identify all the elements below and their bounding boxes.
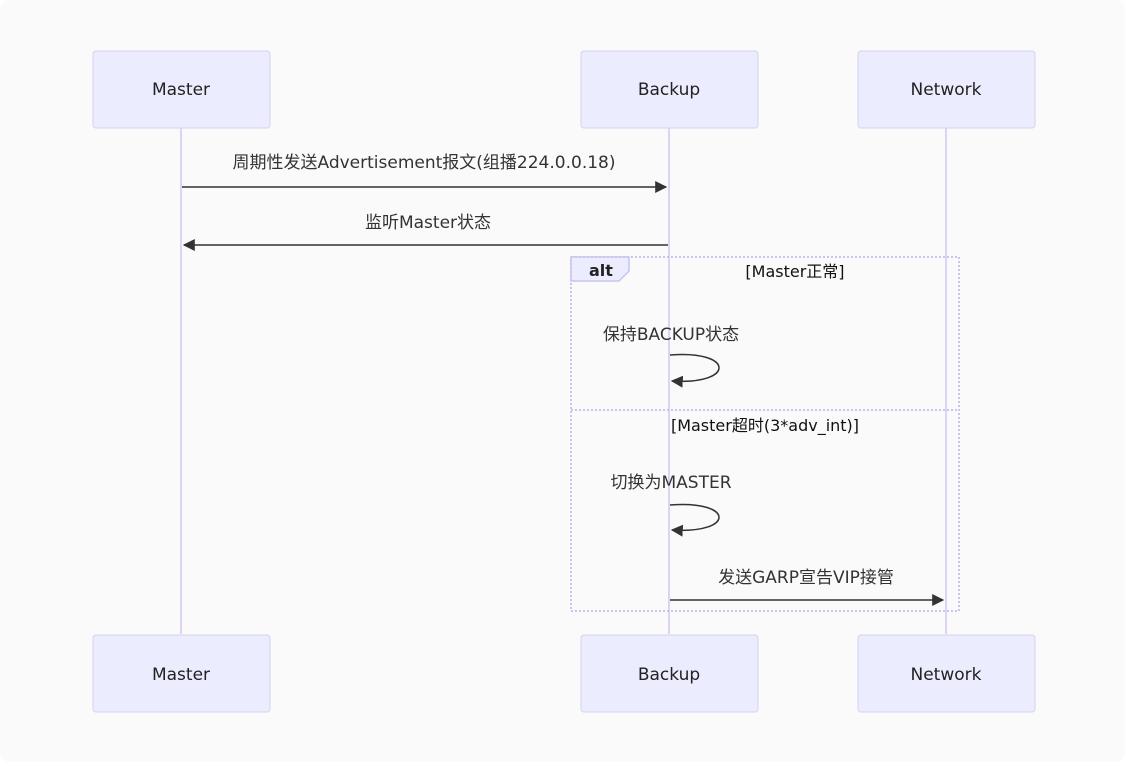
message-monitor-master: 监听Master状态 bbox=[182, 213, 668, 251]
message-label: 周期性发送Advertisement报文(组播224.0.0.18) bbox=[233, 153, 616, 173]
actor-master-top: Master bbox=[92, 50, 271, 129]
actor-box bbox=[92, 634, 271, 713]
alt-frame: alt [Master正常] [Master超时(3*adv_int)] bbox=[570, 256, 960, 612]
message-switch-master: 切换为MASTER bbox=[610, 473, 732, 537]
message-label: 切换为MASTER bbox=[610, 473, 731, 493]
actor-master-bottom: Master bbox=[92, 634, 271, 713]
alt-condition-2: [Master超时(3*adv_int)] bbox=[671, 416, 859, 436]
self-loop-arrow bbox=[669, 503, 720, 537]
actor-label: Backup bbox=[638, 80, 700, 100]
alt-keyword: alt bbox=[589, 261, 613, 280]
actor-box bbox=[857, 634, 1036, 713]
alt-condition-1: [Master正常] bbox=[745, 262, 844, 281]
actor-box bbox=[580, 634, 759, 713]
actor-label: Master bbox=[152, 80, 210, 100]
actor-network-bottom: Network bbox=[857, 634, 1036, 713]
alt-frame-border bbox=[570, 256, 960, 612]
message-advertisement: 周期性发送Advertisement报文(组播224.0.0.18) bbox=[182, 153, 668, 193]
alt-frame-tag bbox=[570, 256, 630, 282]
actor-box bbox=[580, 50, 759, 129]
message-label: 发送GARP宣告VIP接管 bbox=[718, 568, 894, 588]
actor-label: Network bbox=[911, 80, 982, 100]
message-label: 监听Master状态 bbox=[365, 213, 491, 233]
actor-label: Master bbox=[152, 665, 210, 685]
actor-network-top: Network bbox=[857, 50, 1036, 129]
actor-backup-bottom: Backup bbox=[580, 634, 759, 713]
actor-box bbox=[857, 50, 1036, 129]
self-loop-arrow bbox=[669, 353, 720, 388]
actor-backup-top: Backup bbox=[580, 50, 759, 129]
actor-box bbox=[92, 50, 271, 129]
actor-label: Network bbox=[911, 665, 982, 685]
message-garp: 发送GARP宣告VIP接管 bbox=[670, 568, 945, 606]
message-label: 保持BACKUP状态 bbox=[603, 325, 739, 345]
actor-label: Backup bbox=[638, 665, 700, 685]
message-keep-backup: 保持BACKUP状态 bbox=[603, 325, 739, 388]
